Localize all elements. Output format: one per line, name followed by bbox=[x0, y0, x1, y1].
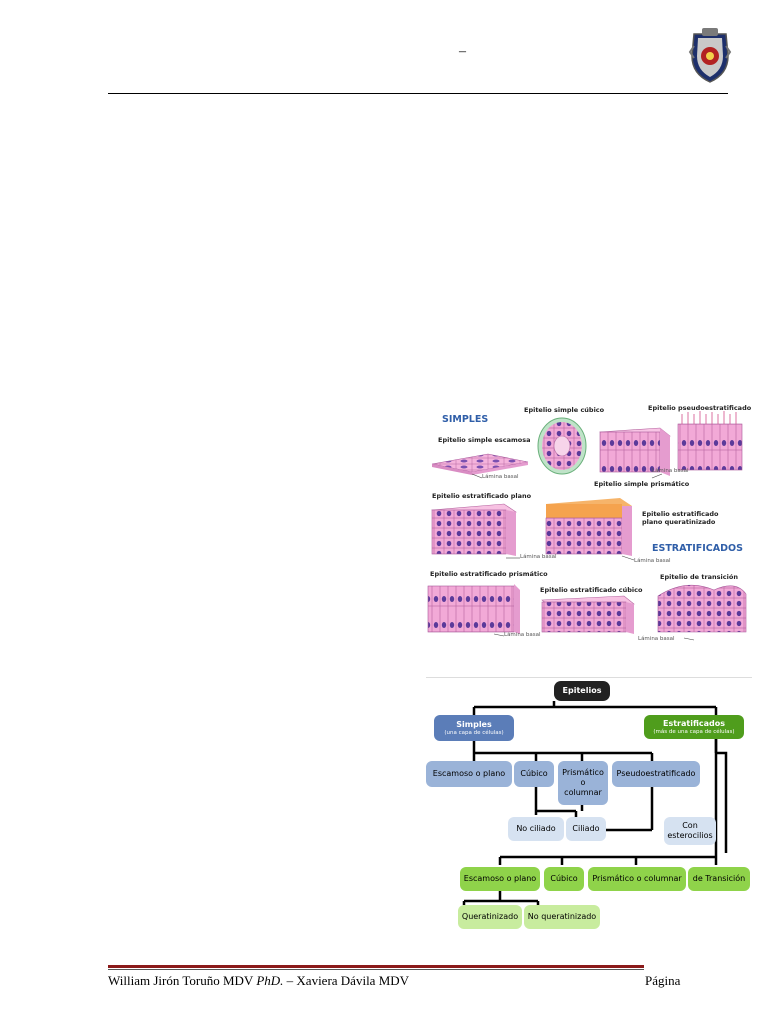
label-transitional: Epitelio de transición bbox=[660, 573, 738, 581]
flowchart-node-stratified-cuboidal: Cúbico bbox=[544, 867, 584, 891]
flowchart-node-non-keratinized: No queratinizado bbox=[524, 905, 600, 929]
label-stratified-keratinized-1: Epitelio estratificado bbox=[642, 510, 719, 518]
flowchart-connectors bbox=[462, 701, 728, 905]
label-stratified-squamous: Epitelio estratificado plano bbox=[432, 492, 532, 500]
epithelium-illustrations bbox=[427, 411, 747, 641]
simple-squamous-illustration bbox=[431, 453, 529, 475]
basal-lamina-label: Lámina basal bbox=[634, 558, 671, 564]
footer-authors-phd: PhD. bbox=[256, 973, 284, 988]
stratified-columnar-illustration bbox=[427, 584, 520, 634]
basal-lamina-label: Lámina basal bbox=[482, 474, 519, 480]
footer-authors: William Jirón Toruño MDV PhD. – Xaviera … bbox=[108, 973, 409, 989]
label-simple-columnar: Epitelio simple prismático bbox=[594, 480, 690, 488]
basal-lamina-label: Lámina basal bbox=[638, 636, 675, 642]
footer-rule-black bbox=[108, 969, 644, 970]
label-stratified-keratinized-2: plano queratinizado bbox=[642, 518, 716, 526]
flowchart-node-stereocilia: Con esterocilios bbox=[664, 817, 716, 845]
label-simple-cuboidal: Epitelio simple cúbico bbox=[524, 406, 605, 414]
epithelia-flowchart: Epitelios Simples (una capa de células) … bbox=[426, 677, 752, 935]
simple-columnar-illustration bbox=[599, 427, 671, 476]
epithelium-types-figure: SIMPLES ESTRATIFICADOS Epitelio simple e… bbox=[424, 398, 756, 648]
header-dash: – bbox=[459, 44, 466, 59]
stratified-squamous-illustration bbox=[431, 503, 517, 556]
flowchart-node-stratified-squamous: Escamoso o plano bbox=[460, 867, 540, 891]
flowchart-node-non-ciliated: No ciliado bbox=[508, 817, 564, 841]
simple-cuboidal-illustration bbox=[537, 417, 587, 475]
category-simple: SIMPLES bbox=[442, 414, 489, 425]
flowchart-node-ciliated: Ciliado bbox=[566, 817, 606, 841]
flowchart-node-transitional: de Transición bbox=[688, 867, 750, 891]
stratified-keratinized-illustration bbox=[545, 498, 632, 556]
flowchart-node-pseudostratified: Pseudoestratificado bbox=[612, 761, 700, 787]
flowchart-node-keratinized: Queratinizado bbox=[458, 905, 522, 929]
flowchart-node-simple-cuboidal: Cúbico bbox=[514, 761, 554, 787]
transitional-illustration bbox=[657, 584, 747, 633]
basal-lamina-label: Lámina basal bbox=[652, 468, 689, 474]
figure-top-rule bbox=[426, 677, 752, 678]
category-stratified: ESTRATIFICADOS bbox=[652, 543, 743, 554]
basal-lamina-label: Lámina basal bbox=[520, 554, 557, 560]
label-pseudostratified: Epitelio pseudoestratificado bbox=[648, 404, 752, 412]
flowchart-node-simple-squamous: Escamoso o plano bbox=[426, 761, 512, 787]
stratified-cuboidal-illustration bbox=[541, 595, 635, 634]
flowchart-node-stratified: Estratificados (más de una capa de célul… bbox=[644, 715, 744, 739]
footer-page-label: Página bbox=[645, 973, 681, 988]
flowchart-node-simple: Simples (una capa de células) bbox=[434, 715, 514, 741]
pseudostratified-illustration bbox=[677, 411, 743, 471]
label-stratified-columnar: Epitelio estratificado prismático bbox=[430, 570, 548, 578]
basal-lamina-label: Lámina basal bbox=[504, 632, 541, 638]
footer-authors-prefix: William Jirón Toruño MDV bbox=[108, 973, 257, 988]
footer-authors-suffix: – Xaviera Dávila MDV bbox=[283, 973, 410, 988]
flowchart-node-simple-columnar: Prismático o columnar bbox=[558, 761, 608, 805]
header-rule bbox=[108, 93, 728, 94]
flowchart-node-stratified-columnar: Prismático o columnar bbox=[588, 867, 686, 891]
footer-rule-red bbox=[108, 965, 644, 968]
university-seal-icon bbox=[688, 28, 732, 83]
label-simple-squamous: Epitelio simple escamosa bbox=[438, 436, 531, 444]
flowchart-node-root: Epitelios bbox=[554, 681, 610, 701]
label-stratified-cuboidal: Epitelio estratificado cúbico bbox=[540, 586, 643, 594]
